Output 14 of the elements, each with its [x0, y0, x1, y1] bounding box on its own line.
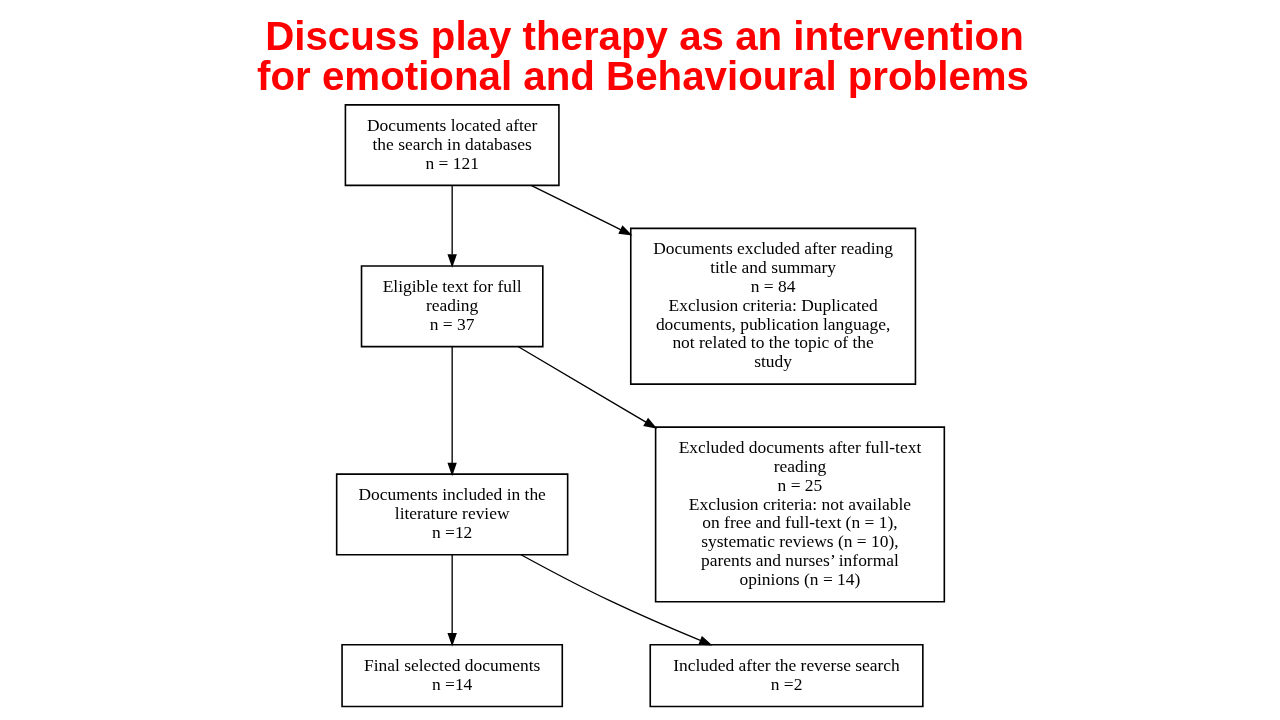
arrow — [446, 346, 457, 477]
arrow — [446, 185, 457, 268]
node-box: Eligible text for full reading n = 37 — [360, 265, 544, 348]
arrow — [519, 554, 712, 646]
node-box: Documents located after the search in databases n = 121 — [344, 104, 560, 187]
node-box: Documents excluded after reading title and summary n = 84 Exclusion criteria: Duplicated documents, publication language, not related to the topic of the study — [629, 227, 916, 385]
node-box: Excluded documents after full-text reading n = 25 Exclusion criteria: not available on free and full-text (n = 1), systematic reviews (n = 10), parents and nurses’ informal opinions (n = 14) — [654, 426, 945, 603]
arrow — [529, 184, 632, 236]
arrow — [446, 554, 457, 647]
diagram-title: Discuss play therapy as an intervention for emotional and Behavioural problems — [256, 13, 1029, 100]
node-box: Included after the reverse search n =2 — [648, 643, 924, 708]
arrow — [517, 346, 657, 429]
node-box: Final selected documents n =14 — [340, 643, 563, 708]
node-box: Documents included in the literature review n =12 — [335, 473, 568, 556]
